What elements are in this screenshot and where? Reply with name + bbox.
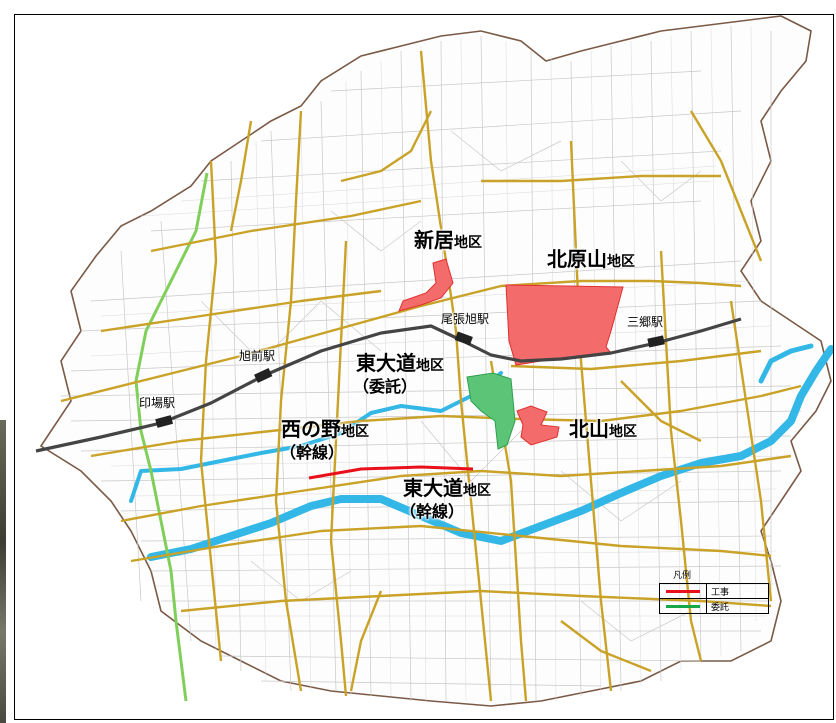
station-label-inba: 印場駅 — [139, 396, 176, 410]
higashioomichi-commission-area — [466, 372, 516, 450]
district-sublabel-nishino: （幹線） — [280, 443, 345, 462]
kitayama-area — [516, 405, 560, 446]
work-areas — [308, 258, 624, 480]
district-label-kitaharayama: 北原山地区 — [547, 247, 635, 271]
map-frame: 新居地区 北原山地区 東大道地区 （委託） 西の野地区 （幹線） 北山地区 東大… — [14, 14, 834, 720]
district-sublabel-higashioomichi-kansen: （幹線） — [400, 502, 465, 521]
district-label-kitayama: 北山地区 — [569, 417, 637, 441]
station-marker-inba — [155, 415, 174, 428]
station-marker-asahimae — [254, 367, 273, 383]
main-river — [147, 345, 833, 561]
district-label-nishino: 西の野地区 — [281, 417, 369, 441]
district-label-higashioomichi-kansen: 東大道地区 — [403, 476, 491, 500]
map-legend: 凡例 工事 委託 — [659, 568, 769, 614]
nishino-trunk-line — [308, 465, 474, 480]
green-road — [134, 172, 209, 702]
legend-label-commission: 委託 — [706, 598, 769, 614]
legend-row-construction: 工事 — [659, 583, 769, 599]
legend-table: 工事 委託 — [659, 583, 769, 614]
station-marker-sango — [647, 335, 665, 348]
city-map — [35, 15, 833, 707]
legend-row-commission: 委託 — [659, 598, 769, 614]
legend-title: 凡例 — [673, 571, 692, 581]
legend-swatch-commission — [666, 604, 700, 608]
main-roads — [60, 50, 802, 702]
district-sublabel-higashioomichi-itaku: （委託） — [353, 377, 418, 396]
railway — [35, 317, 742, 453]
district-label-arai: 新居地区 — [414, 228, 482, 252]
photo-edge — [0, 420, 6, 723]
station-label-asahimae: 旭前駅 — [239, 349, 276, 363]
right-river — [758, 343, 814, 384]
station-label-sango: 三郷駅 — [627, 315, 664, 329]
station-marker-owari-asahi — [454, 331, 473, 346]
legend-swatch-construction — [666, 589, 700, 593]
legend-label-construction: 工事 — [706, 583, 769, 599]
station-label-owari-asahi: 尾張旭駅 — [441, 312, 490, 326]
district-label-higashioomichi-itaku: 東大道地区 — [356, 351, 444, 375]
arai-area — [398, 258, 454, 312]
